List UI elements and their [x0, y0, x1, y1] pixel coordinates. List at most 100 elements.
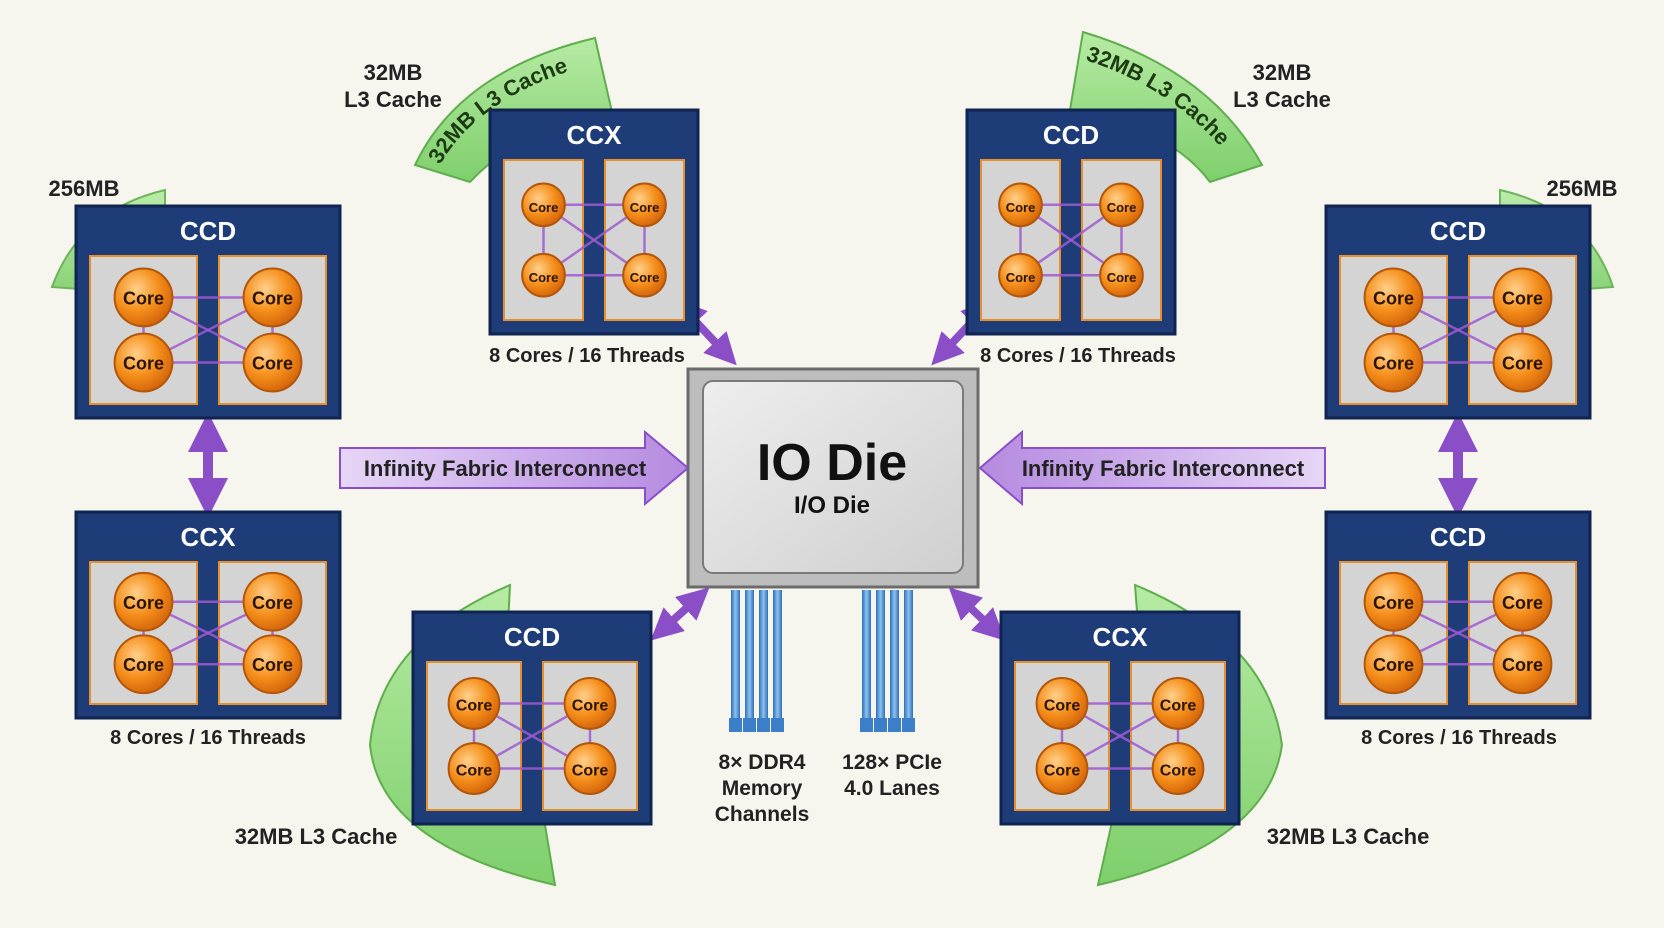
core-label: Core: [1502, 288, 1543, 308]
core-icon: [998, 252, 1043, 298]
chiplet-title: CCD: [1430, 216, 1486, 246]
core-icon: [563, 677, 617, 730]
core-icon: [521, 252, 566, 298]
memory-label-line3: Channels: [715, 803, 810, 826]
core-icon: [1492, 634, 1553, 695]
infinity-fabric-arrows: Infinity Fabric Interconnect Infinity Fa…: [188, 298, 1478, 641]
cache-label-bottom-center-left: 32MB L3 Cache: [235, 824, 398, 849]
core-label: Core: [1373, 354, 1414, 374]
core-icon: [563, 742, 617, 795]
cache-label-top-left: 256MB: [49, 176, 120, 201]
core-icon: [242, 267, 303, 328]
pcie-label-line2: 4.0 Lanes: [844, 777, 940, 800]
chiplet-title: CCD: [1043, 120, 1099, 150]
memory-label-line2: Memory: [722, 777, 803, 800]
core-label: Core: [1044, 763, 1081, 780]
core-icon: [1035, 677, 1089, 730]
core-label: Core: [123, 593, 164, 613]
core-label: Core: [572, 763, 609, 780]
core-icon: [1363, 332, 1424, 393]
core-icon: [1363, 571, 1424, 632]
core-icon: [1492, 267, 1553, 328]
memory-channel-lanes: [729, 590, 784, 732]
core-label: Core: [1502, 593, 1543, 613]
chiplet-title: CCX: [181, 522, 237, 552]
pcie-label-line1: 128× PCIe: [842, 751, 942, 774]
chiplet-title: CCX: [1093, 622, 1149, 652]
fabric-label-right: Infinity Fabric Interconnect: [1022, 456, 1305, 481]
core-icon: [1035, 742, 1089, 795]
core-icon: [1099, 182, 1144, 228]
memory-label-line1: 8× DDR4: [719, 751, 806, 774]
core-label: Core: [1373, 593, 1414, 613]
core-icon: [1492, 571, 1553, 632]
core-icon: [242, 332, 303, 393]
core-label: Core: [529, 200, 559, 215]
core-icon: [242, 571, 303, 632]
chiplet-title: CCD: [1430, 522, 1486, 552]
chiplets: CCDCoreCoreCoreCoreCCXCoreCoreCoreCoreCC…: [74, 108, 1592, 826]
core-label: Core: [1044, 697, 1081, 714]
cache-label-top-right: 256MB: [1547, 176, 1618, 201]
core-icon: [113, 571, 174, 632]
caption-mid-left: 8 Cores / 16 Threads: [110, 727, 306, 749]
core-icon: [1363, 267, 1424, 328]
chiplet-title: CCX: [567, 120, 623, 150]
caption-top-center-right: 8 Cores / 16 Threads: [980, 345, 1176, 367]
core-label: Core: [123, 655, 164, 675]
core-icon: [1492, 332, 1553, 393]
core-label: Core: [252, 655, 293, 675]
core-icon: [622, 182, 667, 228]
core-label: Core: [630, 200, 660, 215]
core-icon: [113, 332, 174, 393]
core-icon: [113, 634, 174, 695]
core-icon: [998, 182, 1043, 228]
fabric-arrow-left: [339, 429, 690, 507]
core-label: Core: [1373, 655, 1414, 675]
core-label: Core: [1160, 697, 1197, 714]
cache-label-bottom-center-right: 32MB L3 Cache: [1267, 824, 1430, 849]
core-label: Core: [1502, 655, 1543, 675]
core-label: Core: [1107, 270, 1137, 285]
core-label: Core: [1006, 200, 1036, 215]
core-icon: [113, 267, 174, 328]
core-label: Core: [529, 270, 559, 285]
core-icon: [622, 252, 667, 298]
fabric-arrow-right: [978, 429, 1326, 507]
core-label: Core: [1006, 270, 1036, 285]
core-icon: [242, 634, 303, 695]
core-icon: [1151, 677, 1205, 730]
io-die-subtitle: I/O Die: [794, 492, 870, 519]
cache-label-top-center-left-line1: 32MB: [364, 60, 423, 85]
chiplet-title: CCD: [504, 622, 560, 652]
core-icon: [447, 677, 501, 730]
cache-label-top-center-right-line2: L3 Cache: [1233, 87, 1331, 112]
core-icon: [1151, 742, 1205, 795]
core-label: Core: [123, 288, 164, 308]
link-arrow-bottom-center-left: [650, 587, 710, 641]
core-label: Core: [252, 354, 293, 374]
core-icon: [1099, 252, 1144, 298]
core-label: Core: [456, 697, 493, 714]
fabric-label-left: Infinity Fabric Interconnect: [364, 456, 647, 481]
core-label: Core: [252, 288, 293, 308]
core-label: Core: [1502, 354, 1543, 374]
core-label: Core: [456, 763, 493, 780]
link-arrow-bottom-center-right: [948, 587, 1006, 641]
pcie-lanes: [860, 590, 915, 732]
core-label: Core: [123, 354, 164, 374]
cache-label-top-center-right-line1: 32MB: [1253, 60, 1312, 85]
core-label: Core: [1160, 763, 1197, 780]
io-die: IO Die I/O Die: [686, 367, 980, 589]
core-label: Core: [630, 270, 660, 285]
